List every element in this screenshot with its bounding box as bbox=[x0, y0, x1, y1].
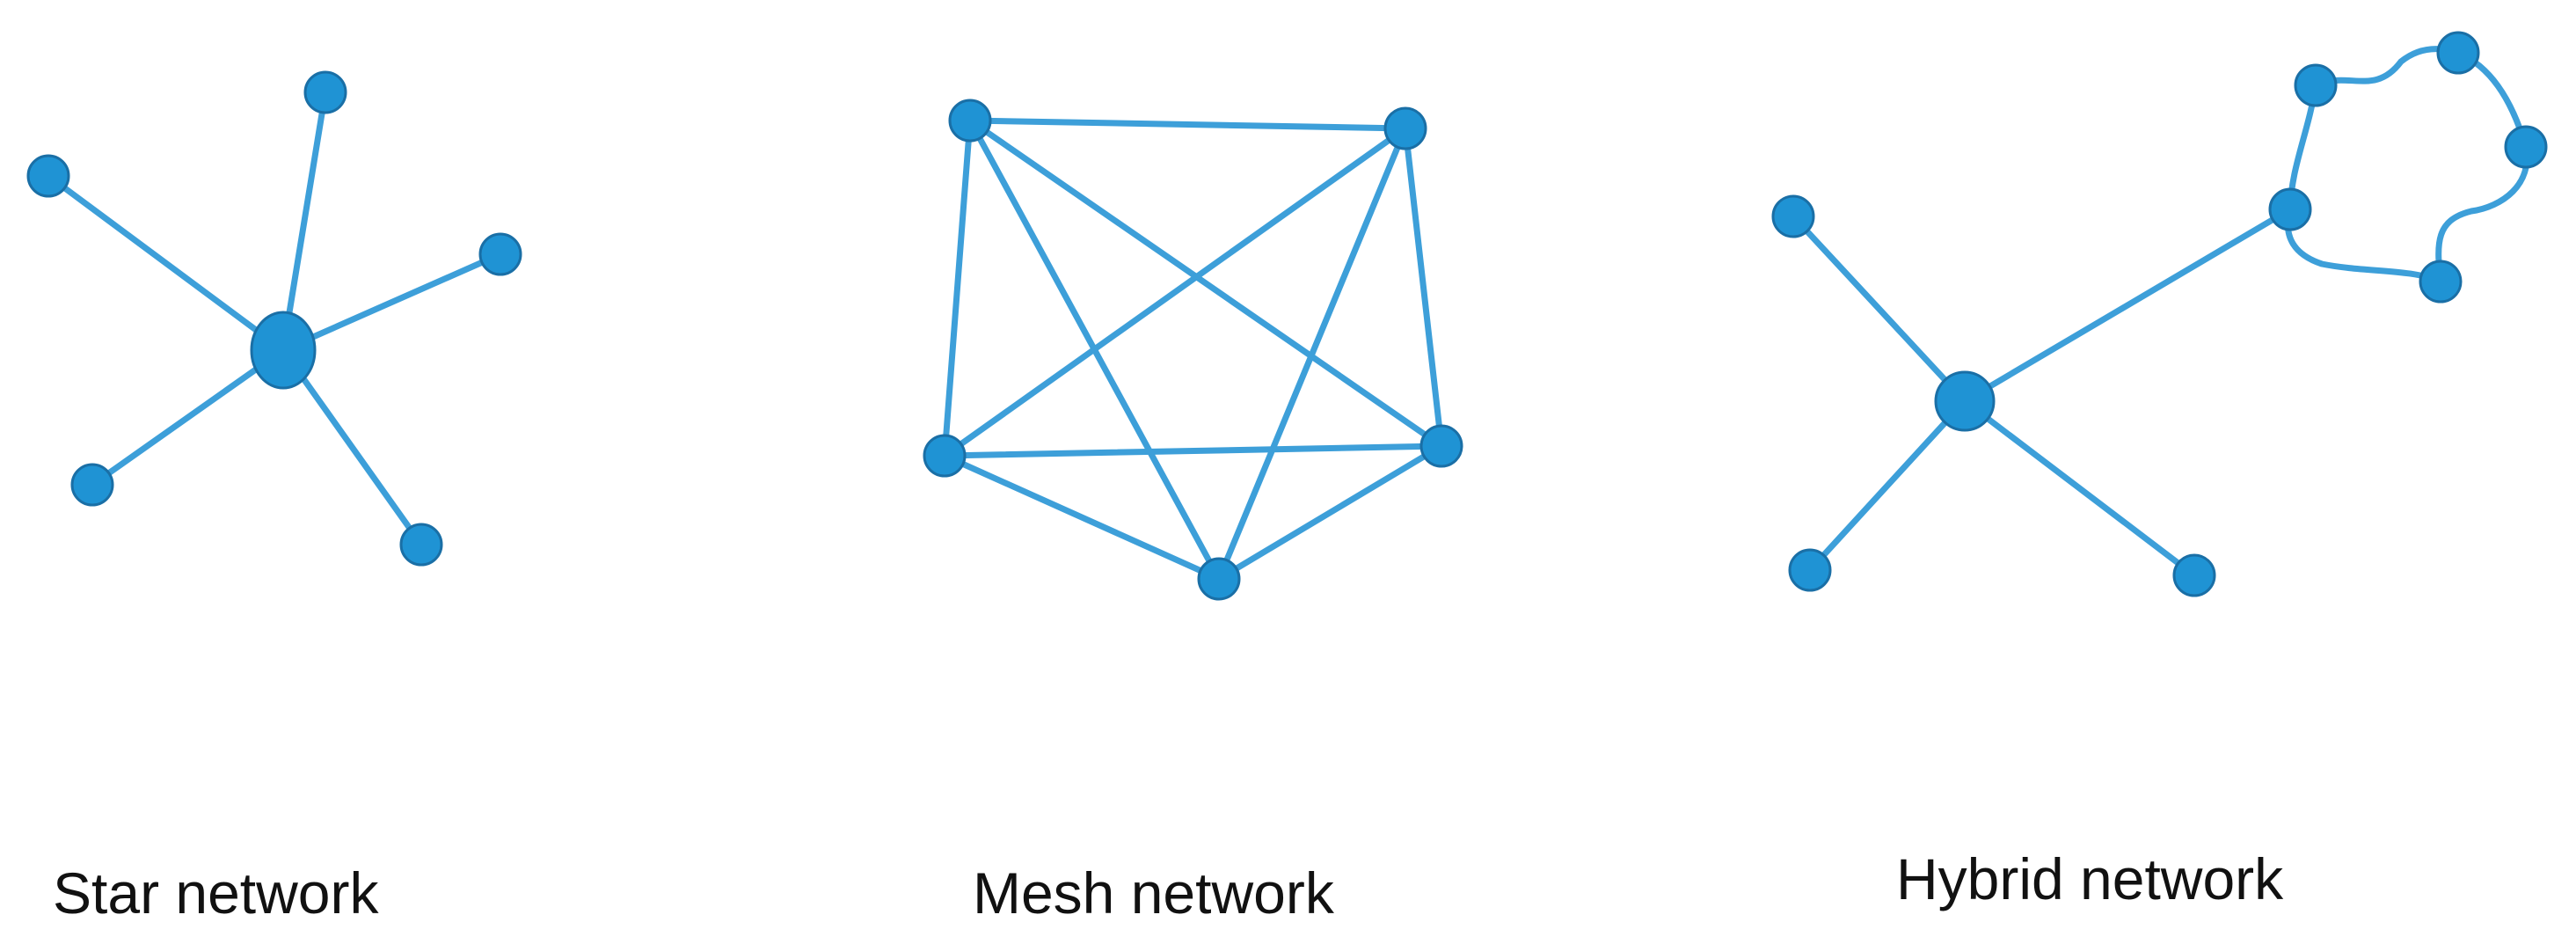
hybrid-ring-node bbox=[2436, 31, 2480, 75]
star-leaf-node bbox=[399, 523, 443, 567]
star-edge bbox=[280, 89, 329, 354]
mesh-node bbox=[923, 434, 967, 478]
mesh-edge bbox=[941, 452, 1222, 582]
hybrid-network-diagram bbox=[1771, 31, 2548, 597]
hybrid-ring-node bbox=[2268, 187, 2312, 231]
mesh-edge bbox=[1402, 125, 1445, 450]
hybrid-star-leaf-node bbox=[1788, 548, 1832, 592]
hybrid-ring-node bbox=[2294, 63, 2338, 107]
hybrid-star-leaf-node bbox=[2172, 553, 2216, 597]
star-leaf-node bbox=[303, 70, 347, 114]
hybrid-ring-node bbox=[2504, 125, 2548, 169]
star-leaf-node bbox=[70, 463, 114, 507]
star-hub-node bbox=[250, 311, 317, 390]
hybrid-ring-node bbox=[2419, 260, 2463, 304]
mesh-node bbox=[1383, 106, 1427, 150]
star-edge bbox=[280, 347, 425, 548]
star-edge bbox=[45, 172, 287, 354]
hybrid-bridge-edge bbox=[1961, 206, 2294, 405]
hybrid-star-edge bbox=[1961, 398, 2198, 579]
star-leaf-node bbox=[26, 154, 70, 198]
mesh-node bbox=[1197, 557, 1241, 601]
star-network-diagram bbox=[26, 70, 522, 567]
star-edge bbox=[280, 251, 504, 354]
mesh-edge bbox=[1215, 125, 1409, 582]
mesh-edge bbox=[967, 117, 1409, 132]
mesh-edge bbox=[941, 125, 1409, 459]
hybrid-star-edge bbox=[1806, 398, 1968, 574]
mesh-network-diagram bbox=[923, 99, 1463, 601]
mesh-edge bbox=[941, 117, 974, 459]
star-leaf-node bbox=[478, 232, 522, 276]
hybrid-network-caption: Hybrid network bbox=[1896, 846, 2284, 911]
hybrid-star-edge bbox=[1790, 213, 1968, 405]
mesh-edge bbox=[941, 443, 1445, 459]
hybrid-star-leaf-node bbox=[1771, 194, 1815, 238]
mesh-node bbox=[948, 99, 992, 143]
hybrid-hub-node bbox=[1934, 370, 1996, 432]
mesh-node bbox=[1419, 424, 1463, 468]
mesh-network-caption: Mesh network bbox=[973, 860, 1334, 926]
star-network-caption: Star network bbox=[53, 860, 379, 926]
star-edge bbox=[89, 347, 287, 488]
mesh-edge bbox=[967, 117, 1445, 450]
mesh-edge bbox=[1215, 443, 1445, 582]
